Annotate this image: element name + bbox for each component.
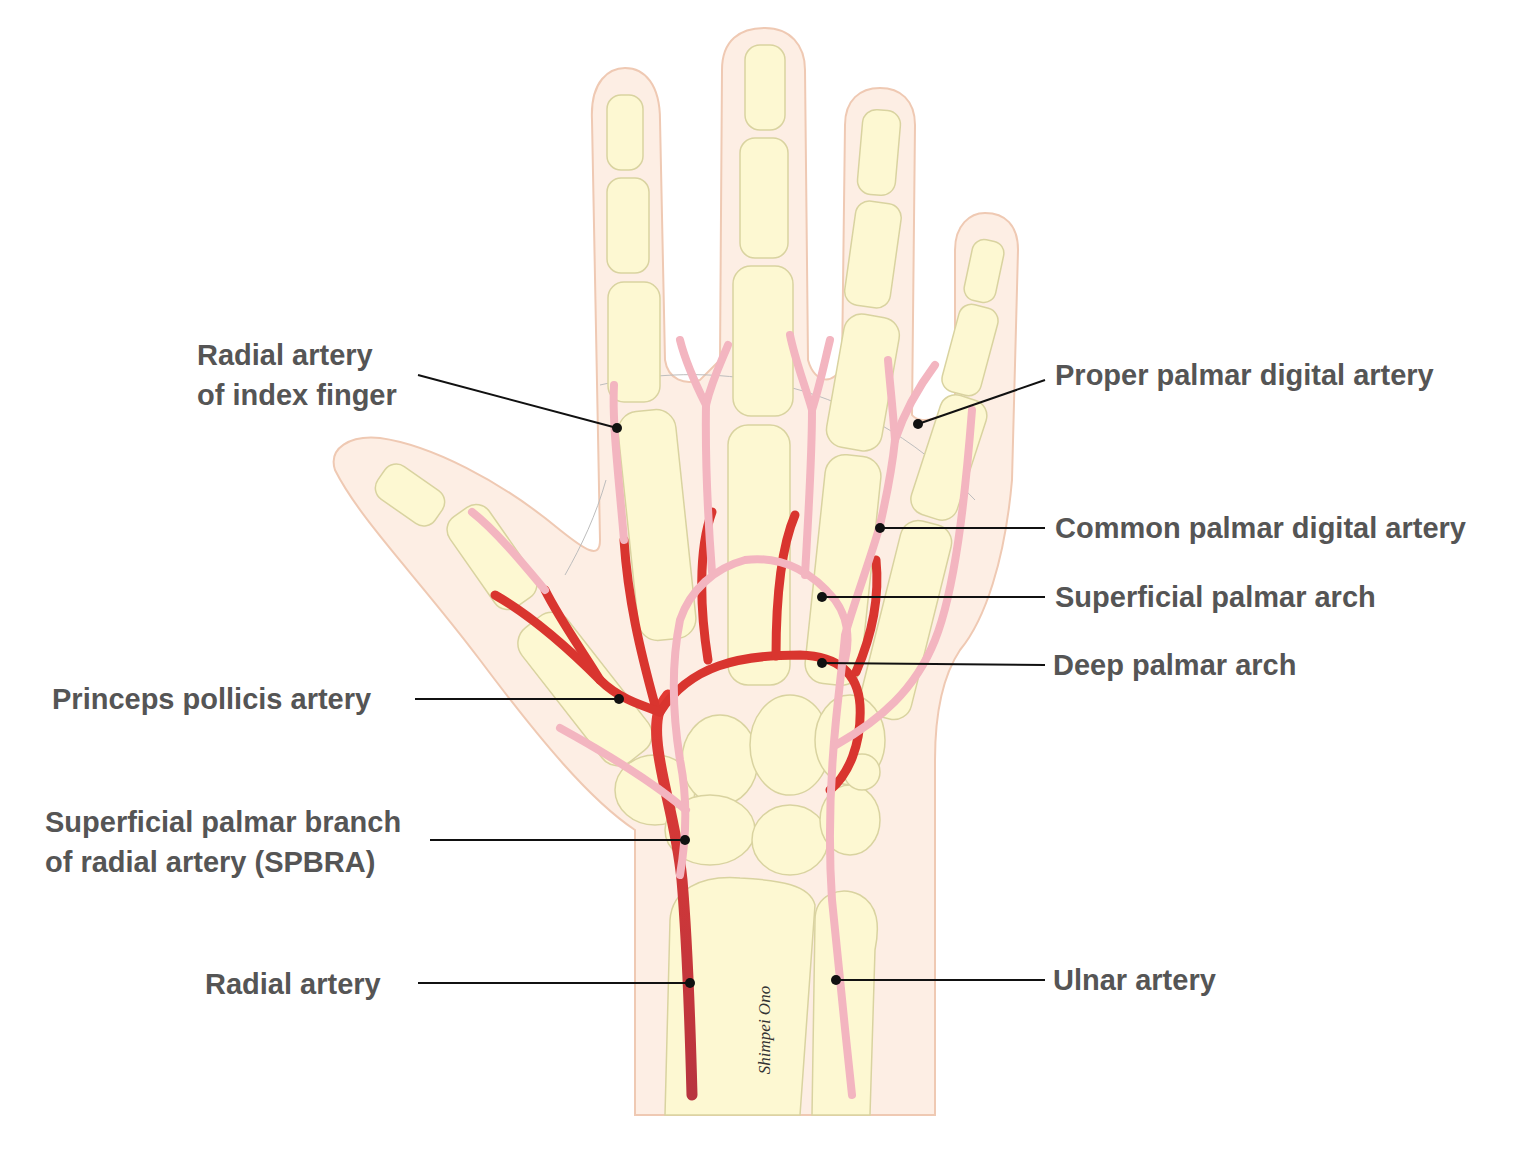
bone [856, 109, 901, 197]
bone [740, 138, 788, 258]
hand-outline [334, 28, 1018, 1115]
superficial-artery [812, 340, 830, 410]
deep-artery [495, 512, 877, 1095]
part-label: Ulnar artery [1053, 960, 1216, 1000]
leader-dot [612, 419, 923, 988]
bone [824, 311, 903, 454]
superficial-artery [895, 365, 935, 440]
superficial-artery [674, 559, 848, 875]
leader-line [918, 380, 1045, 424]
part-label: Superficial palmar arch [1055, 577, 1376, 617]
leader-dot [685, 978, 695, 988]
bone [733, 266, 793, 416]
leader-dot [831, 975, 841, 985]
superficial-artery [614, 385, 624, 540]
bone [752, 805, 828, 875]
watermark: Shimpei Ono [755, 986, 775, 1074]
part-label: Proper palmar digital artery [1055, 355, 1434, 395]
bone [370, 459, 450, 532]
leader-line [822, 663, 1045, 665]
leader-dot [680, 835, 690, 845]
leader-line [430, 839, 685, 841]
deep-artery [776, 515, 795, 656]
superficial-artery [790, 335, 812, 410]
leader-dot [612, 423, 622, 433]
leader-dot [913, 419, 923, 429]
bone [962, 237, 1006, 304]
leader-dot [817, 658, 827, 668]
leader-line [418, 982, 690, 984]
superficial-artery [560, 728, 686, 810]
deep-artery [545, 590, 600, 680]
part-label: Superficial palmar branch of radial arte… [45, 802, 417, 882]
hand-outline [334, 28, 1018, 1115]
bone [907, 391, 991, 525]
bone [607, 178, 649, 273]
bone [682, 715, 758, 805]
superficial-artery [836, 410, 972, 745]
bone [843, 199, 903, 309]
part-label: Princeps pollicis artery [52, 679, 371, 719]
superficial-artery [706, 405, 712, 572]
part-label: Radial artery of index finger [197, 335, 402, 415]
bone [370, 45, 1006, 1115]
leader-line [418, 375, 617, 428]
leader-line [415, 375, 1045, 983]
superficial-artery [888, 360, 895, 440]
bone [939, 301, 1001, 398]
superficial-artery [472, 512, 545, 590]
deep-artery [657, 695, 692, 1095]
deep-artery [624, 540, 655, 705]
leader-line [836, 979, 1045, 981]
superficial-artery [706, 345, 728, 405]
part-label: Common palmar digital artery [1055, 508, 1466, 548]
leader-dot [817, 592, 827, 602]
leader-line [415, 698, 619, 700]
superficial-artery [805, 410, 812, 575]
bone [745, 45, 785, 130]
superficial-artery [830, 440, 895, 1095]
part-label: Radial artery [205, 964, 381, 1004]
bone [607, 95, 643, 170]
superficial-artery [680, 340, 706, 405]
part-label: Deep palmar arch [1053, 645, 1296, 685]
skin-crease [565, 480, 606, 575]
leader-line [880, 527, 1045, 529]
leader-dot [875, 523, 885, 533]
leader-line [822, 596, 1045, 598]
leader-dot [614, 694, 624, 704]
deep-artery [600, 680, 660, 712]
deep-artery [495, 595, 600, 680]
